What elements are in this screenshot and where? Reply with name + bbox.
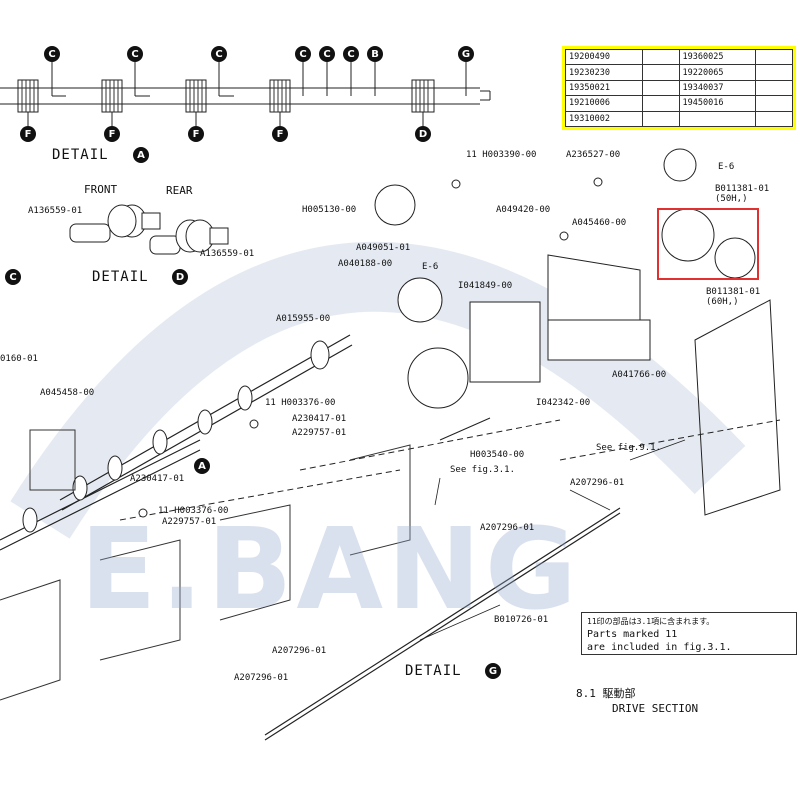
part-label: A229757-01: [292, 428, 347, 438]
see-fig-9-1-label: See fig.9.1.: [596, 443, 662, 453]
table-cell: [678, 110, 756, 128]
front-label: FRONT: [84, 183, 118, 196]
table-cell: 19310002: [565, 110, 643, 128]
table-cell: 19220065: [678, 64, 756, 81]
part-label: 11 H003376-00: [265, 398, 336, 408]
part-label: B010726-01: [494, 615, 549, 625]
part-label: H003540-00: [470, 450, 525, 460]
callout-c-badge: C: [44, 46, 60, 62]
callout-c-badge: C: [127, 46, 143, 62]
note-box: 11印の部品は3.1項に含まれます。 Parts marked 11 are i…: [581, 612, 797, 655]
part-label: A207296-01: [234, 673, 289, 683]
part-label: 11 H003376-00: [158, 506, 229, 516]
part-code-table: 19200490 19360025 19230230 19220065 193500…: [562, 46, 796, 130]
part-label: I042342-00: [536, 398, 591, 408]
part-label: A207296-01: [570, 478, 625, 488]
part-label: B011381-01: [715, 184, 770, 194]
table-cell: 19450016: [678, 95, 756, 112]
detail-a-label: DETAIL: [52, 147, 109, 163]
part-label: A207296-01: [272, 646, 327, 656]
table-row: 19210006 19450016: [565, 95, 793, 112]
callout-f-badge: F: [104, 126, 120, 142]
note-line: Parts marked 11: [587, 629, 678, 640]
part-label: A015955-00: [276, 314, 331, 324]
detail-g-label: DETAIL: [405, 663, 462, 679]
part-label: (60H,): [706, 297, 739, 307]
part-label: B011381-01: [706, 287, 761, 297]
callout-b-badge: B: [367, 46, 383, 62]
section-number: 8.1 駆動部: [576, 687, 636, 700]
part-label: A041766-00: [612, 370, 667, 380]
callout-c-badge: C: [5, 269, 21, 285]
table-cell: 19360025: [678, 48, 756, 66]
part-label: A230417-01: [130, 474, 185, 484]
table-row: 19310002: [565, 110, 793, 128]
part-label: A230417-01: [292, 414, 347, 424]
table-cell: 19200490: [565, 48, 643, 66]
callout-d-badge: D: [415, 126, 431, 142]
table-row: 19200490 19360025: [565, 48, 793, 66]
callout-c-badge: C: [295, 46, 311, 62]
see-fig-3-1-label: See fig.3.1.: [450, 465, 516, 475]
callout-g-badge: G: [458, 46, 474, 62]
callout-c-badge: C: [343, 46, 359, 62]
detail-a-badge: A: [133, 147, 149, 163]
detail-d-badge: D: [172, 269, 188, 285]
section-title: DRIVE SECTION: [612, 702, 699, 715]
table-cell: 19350021: [565, 79, 643, 97]
table-cell: 19340037: [678, 79, 756, 97]
part-label: (50H,): [715, 194, 748, 204]
detail-g-badge: G: [485, 663, 501, 679]
part-label: A136559-01: [28, 206, 83, 216]
part-label: 0160-01: [0, 354, 38, 364]
callout-c-badge: C: [211, 46, 227, 62]
part-label: A049420-00: [496, 205, 551, 215]
table-cell: 19210006: [565, 95, 643, 112]
note-line-jp: 11印の部品は3.1項に含まれます。: [587, 617, 715, 626]
part-label: A045458-00: [40, 388, 95, 398]
part-label: A236527-00: [566, 150, 621, 160]
part-label: E-6: [718, 162, 735, 172]
part-label: E-6: [422, 262, 439, 272]
part-label: A136559-01: [200, 249, 255, 259]
callout-f-badge: F: [188, 126, 204, 142]
part-label: A049051-01: [356, 243, 411, 253]
part-label: A229757-01: [162, 517, 217, 527]
part-label: 11 H003390-00: [466, 150, 537, 160]
part-label: A045460-00: [572, 218, 627, 228]
highlight-box: [657, 208, 759, 280]
table-cell: 19230230: [565, 64, 643, 81]
table-row: 19350021 19340037: [565, 79, 793, 97]
table-row: 19230230 19220065: [565, 64, 793, 81]
callout-c-badge: C: [319, 46, 335, 62]
part-label: H005130-00: [302, 205, 357, 215]
callout-f-badge: F: [20, 126, 36, 142]
note-line: are included in fig.3.1.: [587, 642, 732, 653]
rear-label: REAR: [166, 184, 193, 197]
callout-a-badge: A: [194, 458, 210, 474]
part-label: I041849-00: [458, 281, 513, 291]
part-label: A040188-00: [338, 259, 393, 269]
watermark-text: E.BANG: [80, 505, 581, 635]
detail-d-label: DETAIL: [92, 269, 149, 285]
part-label: A207296-01: [480, 523, 535, 533]
callout-f-badge: F: [272, 126, 288, 142]
